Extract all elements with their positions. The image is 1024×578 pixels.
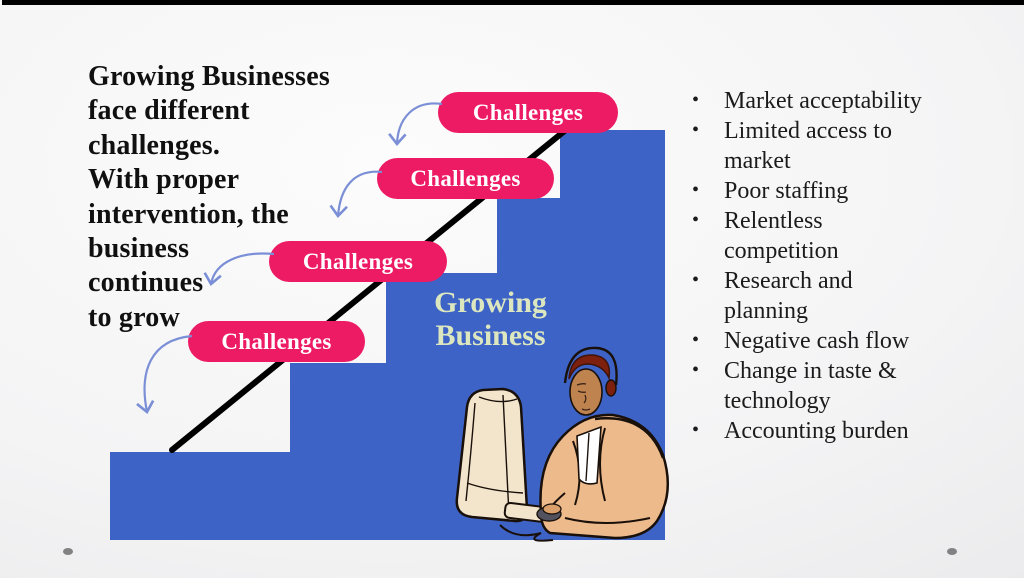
challenge-pill-3: Challenges [269, 241, 447, 282]
bullet-dot-icon: • [692, 269, 700, 291]
bullet-text: Poor staffing [724, 178, 849, 204]
bullet-item: • Negative cash flow [678, 326, 929, 356]
bullet-dot-icon: • [692, 209, 700, 231]
bullet-item: • Market acceptability [678, 86, 929, 116]
challenge-pill-4: Challenges [188, 321, 365, 362]
curved-arrow-icon-4 [136, 334, 193, 415]
bullet-text: Relentless competition [724, 208, 839, 264]
bullet-text: Change in taste & technology [724, 358, 897, 414]
bullet-text: Limited access to market [724, 118, 892, 174]
bullet-dot-icon: • [692, 179, 700, 201]
bullet-item: • Limited access to market [678, 116, 929, 176]
bullet-dot-icon: • [692, 419, 700, 441]
bullet-dot-icon: • [692, 119, 700, 141]
bullet-item: • Poor staffing [678, 176, 929, 206]
person-icon [536, 346, 669, 540]
bullet-item: • Change in taste & technology [678, 356, 929, 416]
footer-dot-right [947, 548, 957, 555]
bullet-item: • Accounting burden [678, 416, 929, 446]
challenges-bullet-list: • Market acceptability • Limited access to… [678, 86, 968, 446]
top-border-bar [2, 0, 1024, 5]
bullet-text: Accounting burden [724, 418, 909, 444]
bullet-dot-icon: • [692, 89, 700, 111]
footer-dot-left [63, 548, 73, 555]
challenge-pill-2: Challenges [377, 158, 554, 199]
slide-heading: Growing Businesses face different challe… [88, 61, 330, 333]
bullet-dot-icon: • [692, 359, 700, 381]
bullet-text: Market acceptability [724, 88, 922, 114]
bullet-text: Research and planning [724, 268, 853, 324]
bullet-text: Negative cash flow [724, 328, 910, 354]
bullet-item: • Relentless competition [678, 206, 929, 266]
bullet-dot-icon: • [692, 329, 700, 351]
person-computer-clipart [455, 346, 669, 542]
bullet-item: • Research and planning [678, 266, 929, 326]
curved-arrow-icon-1 [388, 102, 443, 147]
challenge-pill-1: Challenges [438, 92, 618, 133]
